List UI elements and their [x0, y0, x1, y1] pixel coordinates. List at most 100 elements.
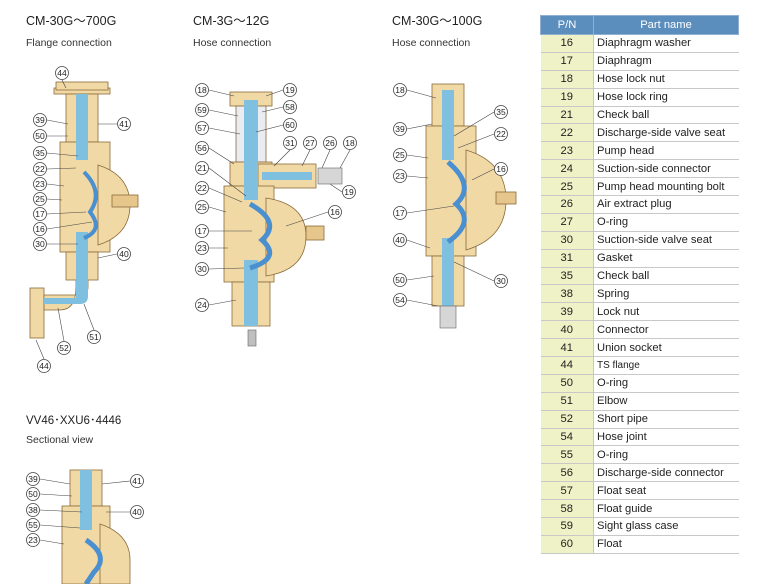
callout-39: 39 [26, 472, 71, 486]
callout-label: 21 [197, 163, 207, 173]
figure-3-grey-parts [439, 305, 457, 329]
callout-55: 55 [26, 518, 81, 532]
callout-label: 16 [496, 164, 506, 174]
callout-label: 17 [35, 209, 45, 219]
callout-19-right: 19 [329, 183, 356, 199]
callout-label: 17 [395, 208, 405, 218]
callout-44: 44 [55, 66, 69, 89]
callout-label: 35 [496, 107, 506, 117]
callout-label: 50 [35, 131, 45, 141]
figure-4-sectional-drawing: 39 41 50 38 40 55 23 [26, 469, 144, 584]
part-name-cell: Union socket [593, 338, 739, 358]
callout-39: 39 [33, 113, 69, 127]
part-name-cell: O-ring [593, 445, 739, 465]
pn-cell: 22 [540, 123, 594, 143]
callout-16: 16 [471, 162, 508, 181]
figure-3-title: CM-30G～100G [392, 14, 483, 28]
callout-label: 40 [395, 235, 405, 245]
part-name-cell: Check ball [593, 106, 739, 125]
callout-50: 50 [26, 487, 73, 501]
pn-cell: 18 [540, 70, 594, 89]
callout-label: 55 [28, 520, 38, 530]
callout-label: 22 [35, 164, 45, 174]
callout-label: 52 [59, 343, 69, 353]
figure-1-subtitle: Flange connection [26, 37, 112, 49]
pn-cell: 41 [540, 338, 594, 358]
callout-17: 17 [33, 207, 87, 221]
callout-label: 54 [395, 295, 405, 305]
callout-18-right: 18 [339, 136, 357, 169]
figure-3-callouts: 18 35 39 22 25 23 16 17 40 50 30 54 [393, 83, 508, 307]
part-name-cell: O-ring [593, 213, 739, 232]
callout-16: 16 [285, 205, 342, 227]
pn-cell: 39 [540, 302, 594, 322]
part-name-cell: Elbow [593, 392, 739, 411]
callout-51: 51 [83, 303, 101, 344]
callout-23: 23 [393, 169, 429, 183]
callout-27: 27 [301, 136, 317, 167]
figure-1-callouts: 44 39 50 41 35 22 23 25 17 16 30 40 44 5… [33, 66, 131, 373]
callout-label: 23 [28, 535, 38, 545]
pn-cell: 51 [540, 392, 594, 411]
callout-label: 25 [197, 202, 207, 212]
callout-label: 31 [285, 138, 295, 148]
callout-38: 38 [26, 503, 83, 517]
callout-22: 22 [33, 162, 77, 176]
pn-cell: 60 [540, 535, 594, 554]
callout-label: 51 [89, 332, 99, 342]
callout-label: 35 [35, 148, 45, 158]
figure-3-fluid-path [442, 90, 467, 308]
callout-label: 44 [57, 68, 67, 78]
callout-22: 22 [195, 181, 243, 203]
callout-label: 60 [285, 120, 295, 130]
callout-label: 39 [28, 474, 38, 484]
figure-4-title: VV46･XXU6･4446 [26, 415, 122, 427]
callout-17: 17 [393, 205, 455, 220]
figure-1-title: CM-30G～700G [26, 14, 117, 28]
figure-2-subtitle: Hose connection [193, 37, 272, 49]
figure-3-subtitle: Hose connection [392, 37, 471, 49]
pn-cell: 56 [540, 463, 594, 483]
callout-25: 25 [195, 200, 227, 214]
callout-19: 19 [265, 83, 297, 97]
callout-label: 50 [395, 275, 405, 285]
callout-40: 40 [97, 247, 131, 261]
figure-4-subtitle: Sectional view [26, 434, 94, 446]
part-name-cell: Pump head mounting bolt [593, 177, 739, 197]
callout-25: 25 [33, 192, 63, 206]
part-name-cell: Float seat [593, 481, 739, 501]
callout-30: 30 [195, 262, 245, 276]
callout-31: 31 [273, 136, 297, 167]
callout-label: 23 [35, 179, 45, 189]
callout-label: 39 [395, 124, 405, 134]
callout-label: 23 [395, 171, 405, 181]
callout-label: 18 [345, 138, 355, 148]
pn-cell: 50 [540, 374, 594, 393]
callout-40: 40 [106, 505, 144, 519]
callout-label: 56 [197, 143, 207, 153]
callout-58: 58 [261, 100, 297, 114]
callout-39: 39 [393, 122, 433, 136]
callout-41: 41 [98, 117, 131, 131]
callout-label: 38 [28, 505, 38, 515]
callout-52: 52 [57, 307, 71, 355]
callout-label: 27 [305, 138, 315, 148]
callout-label: 23 [197, 243, 207, 253]
header-part-name: Part name [593, 15, 739, 35]
callout-24: 24 [195, 298, 237, 312]
callout-56: 56 [195, 141, 235, 165]
callout-label: 58 [285, 102, 295, 112]
callout-30: 30 [453, 261, 508, 288]
